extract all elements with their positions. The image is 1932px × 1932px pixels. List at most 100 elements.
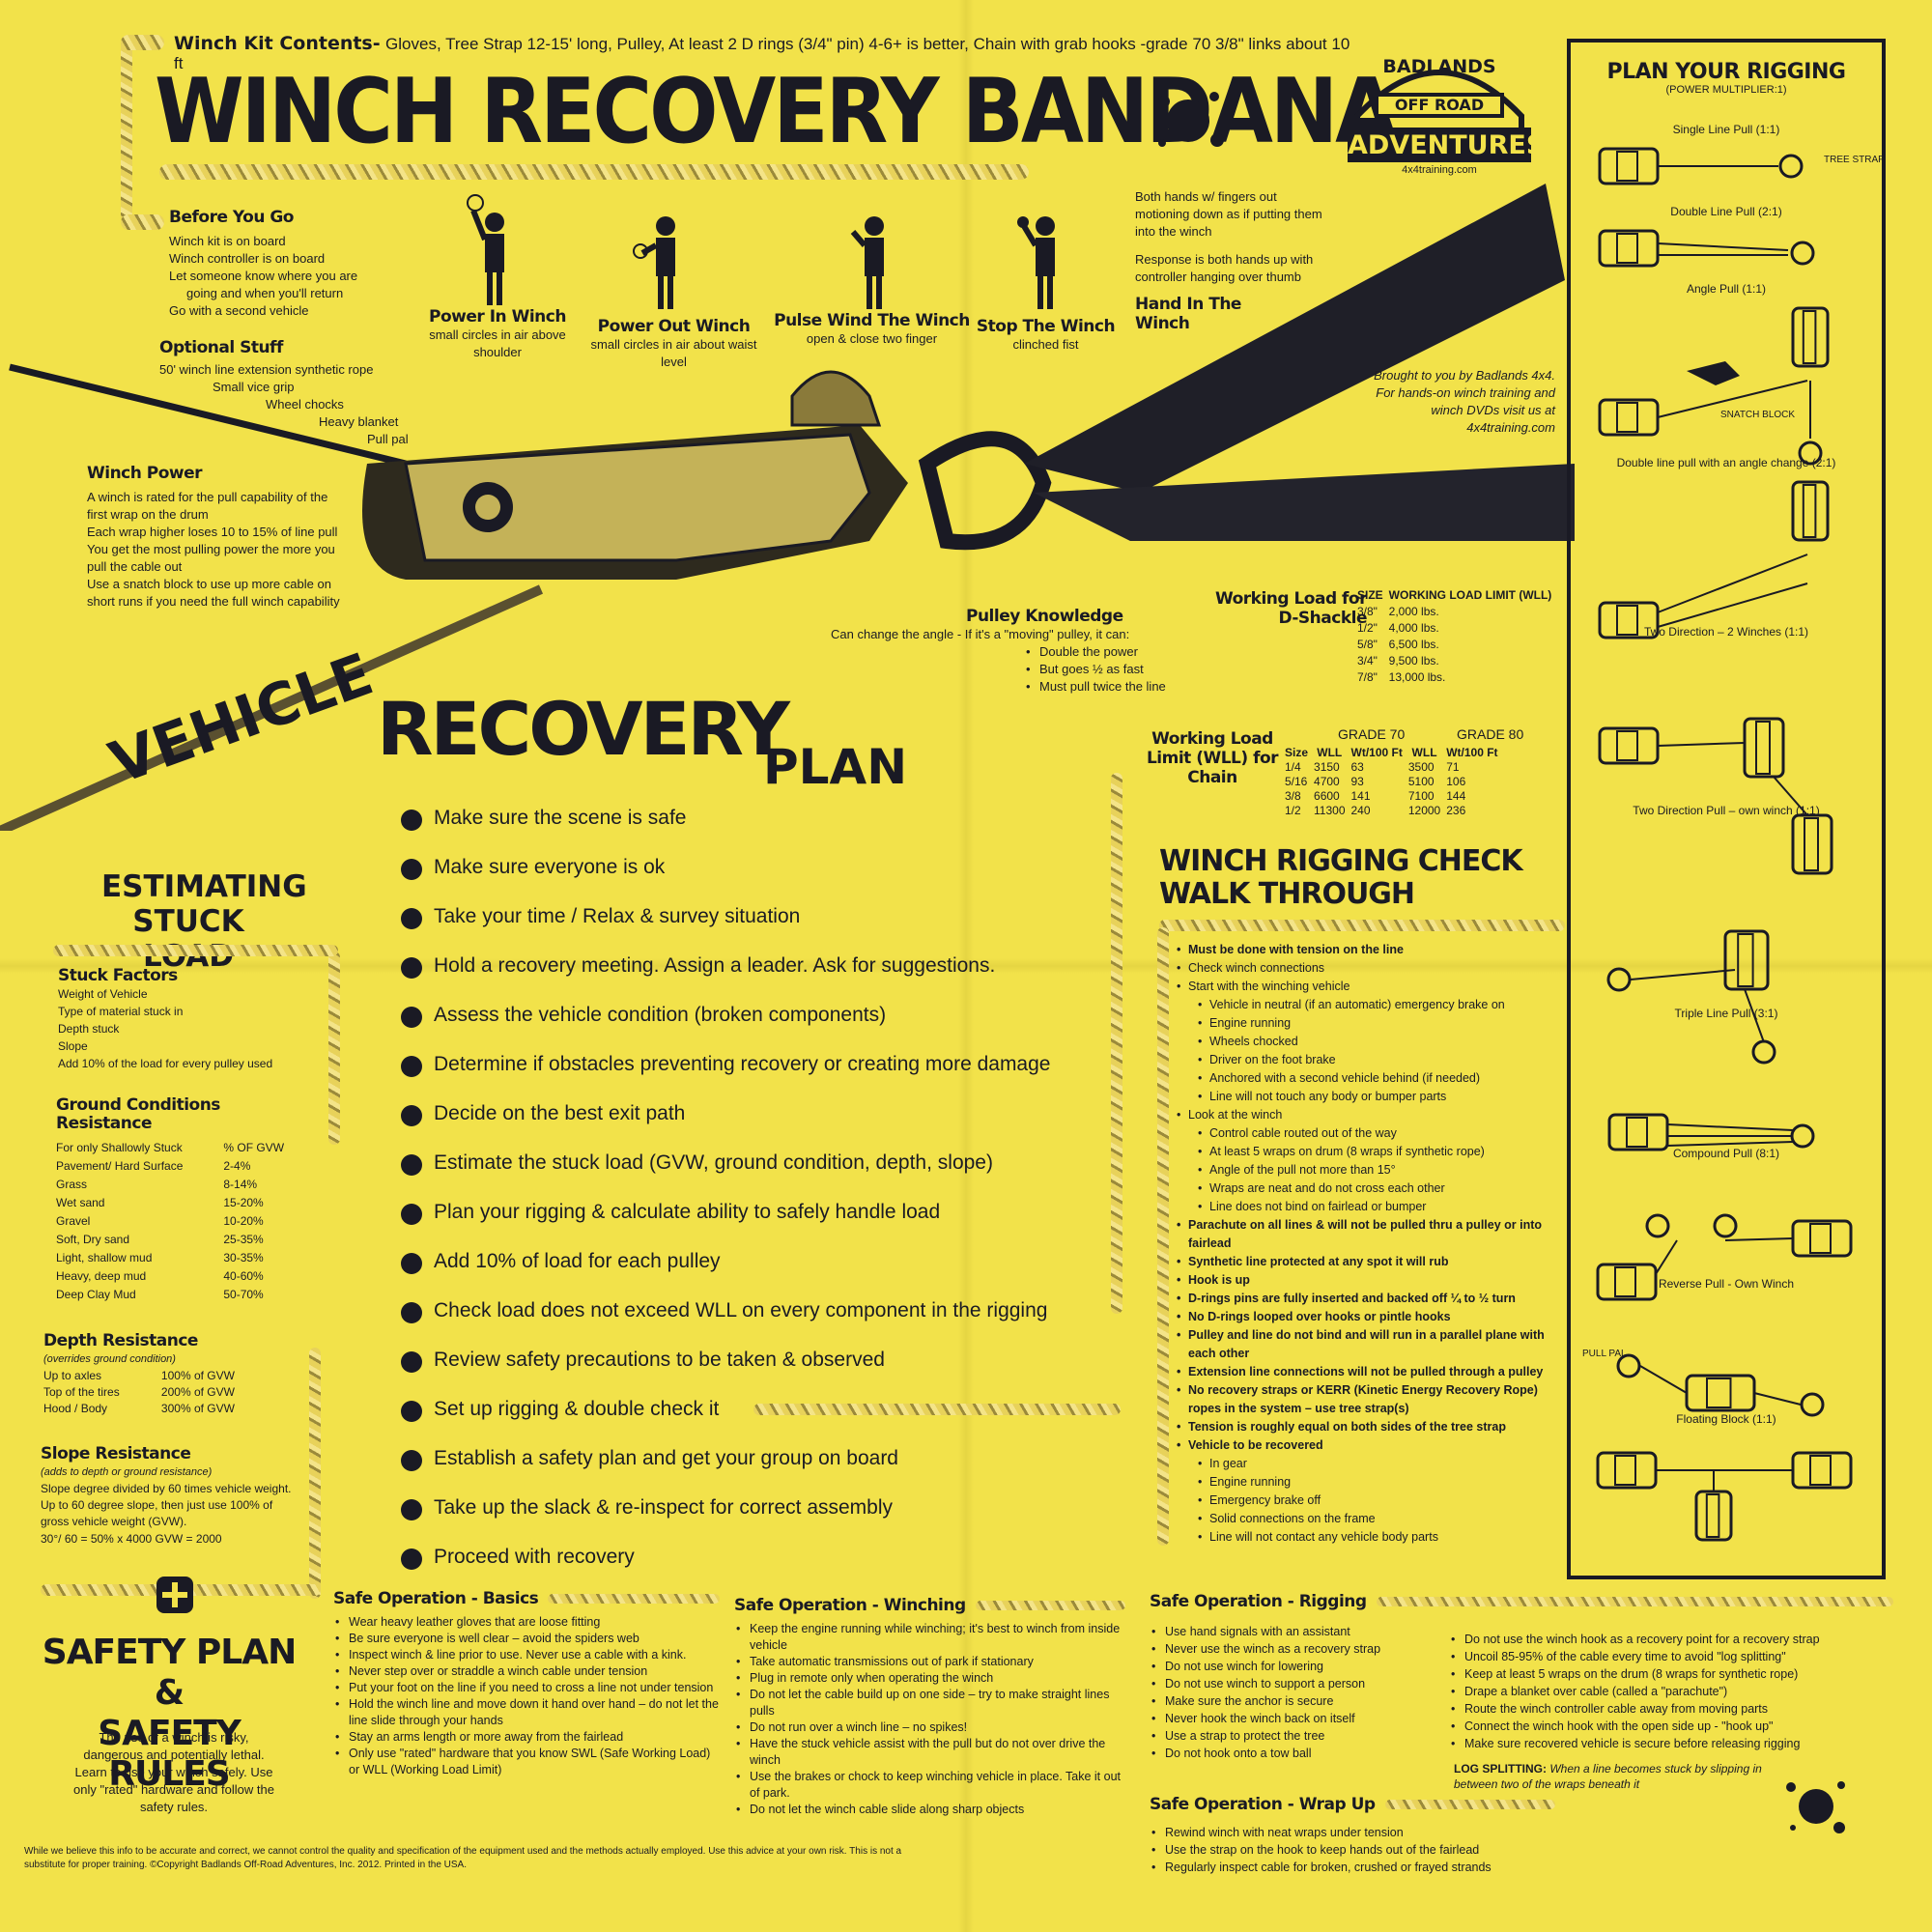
plan-step: Decide on the best exit path (401, 1102, 1096, 1151)
rigging-check-heading-2: WALK THROUGH (1159, 877, 1415, 911)
brought-to-you: Brought to you by Badlands 4x4. For hand… (1374, 368, 1555, 435)
chain-col: Wt/100 Ft (1446, 746, 1498, 759)
rigging-label: Triple Line Pull (3:1) (1675, 1007, 1778, 1020)
winch-line (1655, 1239, 1678, 1275)
depth-note: (overrides ground condition) (43, 1353, 176, 1365)
depth-cell: Top of the tires (43, 1385, 120, 1399)
ground-cell: Heavy, deep mud (56, 1269, 147, 1283)
optional-item: Heavy blanket (319, 414, 399, 429)
depth-cell: 300% of GVW (160, 1402, 235, 1415)
safe-rigging-item: Make sure recovered vehicle is secure be… (1449, 1735, 1903, 1752)
pull-pal-label: PULL PAL (1582, 1349, 1627, 1359)
vehicle-cab (1616, 730, 1638, 761)
log-splitting-text: When a line becomes stuck by slipping in… (1454, 1762, 1762, 1791)
ground-cell: Gravel (56, 1214, 91, 1228)
safe-wrapup: Safe Operation - Wrap Up Rewind winch wi… (1150, 1795, 1584, 1876)
rope-decoration (1111, 773, 1122, 1314)
first-aid-icon (156, 1577, 193, 1613)
optional-item: Small vice grip (213, 380, 295, 394)
chain-cell: 4700 (1314, 775, 1340, 788)
winch-power-item: Each wrap higher loses 10 to 15% of line… (87, 525, 338, 539)
rigging-check-item: •In gear (1198, 1457, 1247, 1470)
safe-rigging-heading: Safe Operation - Rigging (1150, 1592, 1367, 1611)
chain-cell: 5100 (1407, 775, 1435, 788)
ground-cell: 2-4% (223, 1159, 251, 1173)
before-you-go: Before You Go Winch kit is on board Winc… (169, 208, 420, 320)
dshackle-cell: 5/8" (1357, 638, 1378, 651)
safe-basics-item: Inspect winch & line prior to use. Never… (333, 1647, 720, 1663)
rigging-check-item: •Vehicle in neutral (if an automatic) em… (1198, 998, 1505, 1011)
slope-note: (adds to depth or ground resistance) (41, 1466, 213, 1478)
dshackle-cell: 3/8" (1357, 605, 1378, 618)
stuck-factors-heading: Stuck Factors (58, 966, 178, 985)
rigging-check-item: •Wheels chocked (1198, 1035, 1298, 1048)
ink-splat-icon (1158, 84, 1224, 147)
recovery-plan-steps: Make sure the scene is safe Make sure ev… (401, 807, 1096, 1595)
rigging-check-item: •Angle of the pull not more than 15° (1198, 1163, 1396, 1177)
safety-plan-heading-1: SAFETY PLAN & (42, 1633, 297, 1713)
rope-decoration (121, 39, 132, 222)
hand-in-note-2: Response is both hands up with controlle… (1135, 252, 1314, 284)
vehicle-icon (1791, 1219, 1853, 1258)
vehicle-icon (1598, 601, 1660, 639)
chain-cell: 106 (1446, 775, 1466, 788)
plan-rigging-heading: PLAN YOUR RIGGING (1606, 60, 1846, 84)
safe-rigging-item: Uncoil 85-95% of the cable every time to… (1449, 1648, 1903, 1665)
logo-url: 4x4training.com (1402, 164, 1477, 176)
person-signal-icon (467, 194, 504, 305)
safe-winching-item: Have the stuck vehicle assist with the p… (734, 1736, 1125, 1769)
plan-step: Review safety precautions to be taken & … (401, 1349, 1096, 1398)
signal-title: Power Out Winch (597, 317, 751, 336)
safe-winching-item: Do not run over a winch line – no spikes… (734, 1719, 1125, 1736)
ink-splat-icon (1786, 1781, 1845, 1833)
anchor-ring-icon (1778, 154, 1804, 179)
glove-icon (1687, 361, 1740, 385)
ground-cell: 40-60% (223, 1269, 264, 1283)
slope-example: 30°/ 60 = 50% x 4000 GVW = 2000 (41, 1532, 222, 1546)
stuck-factor: Weight of Vehicle (58, 987, 148, 1001)
safety-plan-heading-2: SAFETY RULES (98, 1714, 242, 1794)
safe-rigging-item: Keep at least 5 wraps on the drum (8 wra… (1449, 1665, 1903, 1683)
safe-basics-item: Stay an arms length or more away from th… (333, 1729, 720, 1746)
log-splitting: LOG SPLITTING: When a line becomes stuck… (1454, 1761, 1773, 1792)
optional-item: Pull pal (367, 432, 409, 446)
rigging-check-item: •Start with the winching vehicle (1177, 980, 1350, 993)
rope-decoration (121, 35, 164, 50)
depth-cell: Up to axles (43, 1369, 102, 1382)
winch-line (1773, 776, 1808, 816)
stuck-factor: Add 10% of the load for every pulley use… (58, 1057, 273, 1070)
rigging-check-item: •Vehicle to be recovered (1177, 1438, 1323, 1452)
vehicle-icon (1743, 717, 1785, 779)
vehicle-cab (1809, 1223, 1832, 1254)
chain-cell: 141 (1350, 789, 1371, 803)
rigging-check-item: •Wraps are neat and do not cross each ot… (1198, 1181, 1445, 1195)
safe-rigging: Safe Operation - Rigging Use hand signal… (1150, 1592, 1913, 1791)
vehicle-cab (1804, 817, 1819, 871)
dshackle-col: SIZE (1357, 588, 1383, 602)
vehicle-cab (1616, 233, 1638, 264)
rigging-label: Single Line Pull (1:1) (1673, 123, 1780, 136)
ground-cell: 10-20% (223, 1214, 264, 1228)
safe-rigging-item: Never hook the winch back on itself (1150, 1710, 1439, 1727)
vehicle-icon (1694, 1490, 1733, 1542)
chain-cell: 236 (1446, 804, 1466, 817)
rigging-check-item: •Line will not contact any vehicle body … (1198, 1530, 1438, 1544)
optional-item: 50' winch line extension synthetic rope (159, 362, 374, 377)
rope-decoration (328, 952, 340, 1145)
pulley-knowledge: Pulley Knowledge Can change the angle - … (831, 607, 1217, 696)
rigging-label: Double line pull with an angle change (2… (1617, 456, 1836, 469)
stuck-factor: Depth stuck (58, 1022, 120, 1036)
plan-step: Assess the vehicle condition (broken com… (401, 1004, 1096, 1053)
safe-rigging-item: Use hand signals with an assistant (1150, 1623, 1439, 1640)
optional-stuff: Optional Stuff 50' winch line extension … (159, 338, 430, 448)
chain-cell: 3500 (1407, 760, 1435, 774)
plan-step: Make sure everyone is ok (401, 856, 1096, 905)
rigging-label: Two Direction Pull – own winch (1:1) (1633, 804, 1819, 817)
chain-cell: 6600 (1314, 789, 1340, 803)
pulley-item: Double the power (1024, 643, 1217, 661)
ground-col: For only Shallowly Stuck (56, 1141, 183, 1154)
vehicle-icon (1791, 813, 1833, 875)
chain-col: Size (1285, 746, 1309, 759)
safe-rigging-item: Do not use winch to support a person (1150, 1675, 1439, 1692)
